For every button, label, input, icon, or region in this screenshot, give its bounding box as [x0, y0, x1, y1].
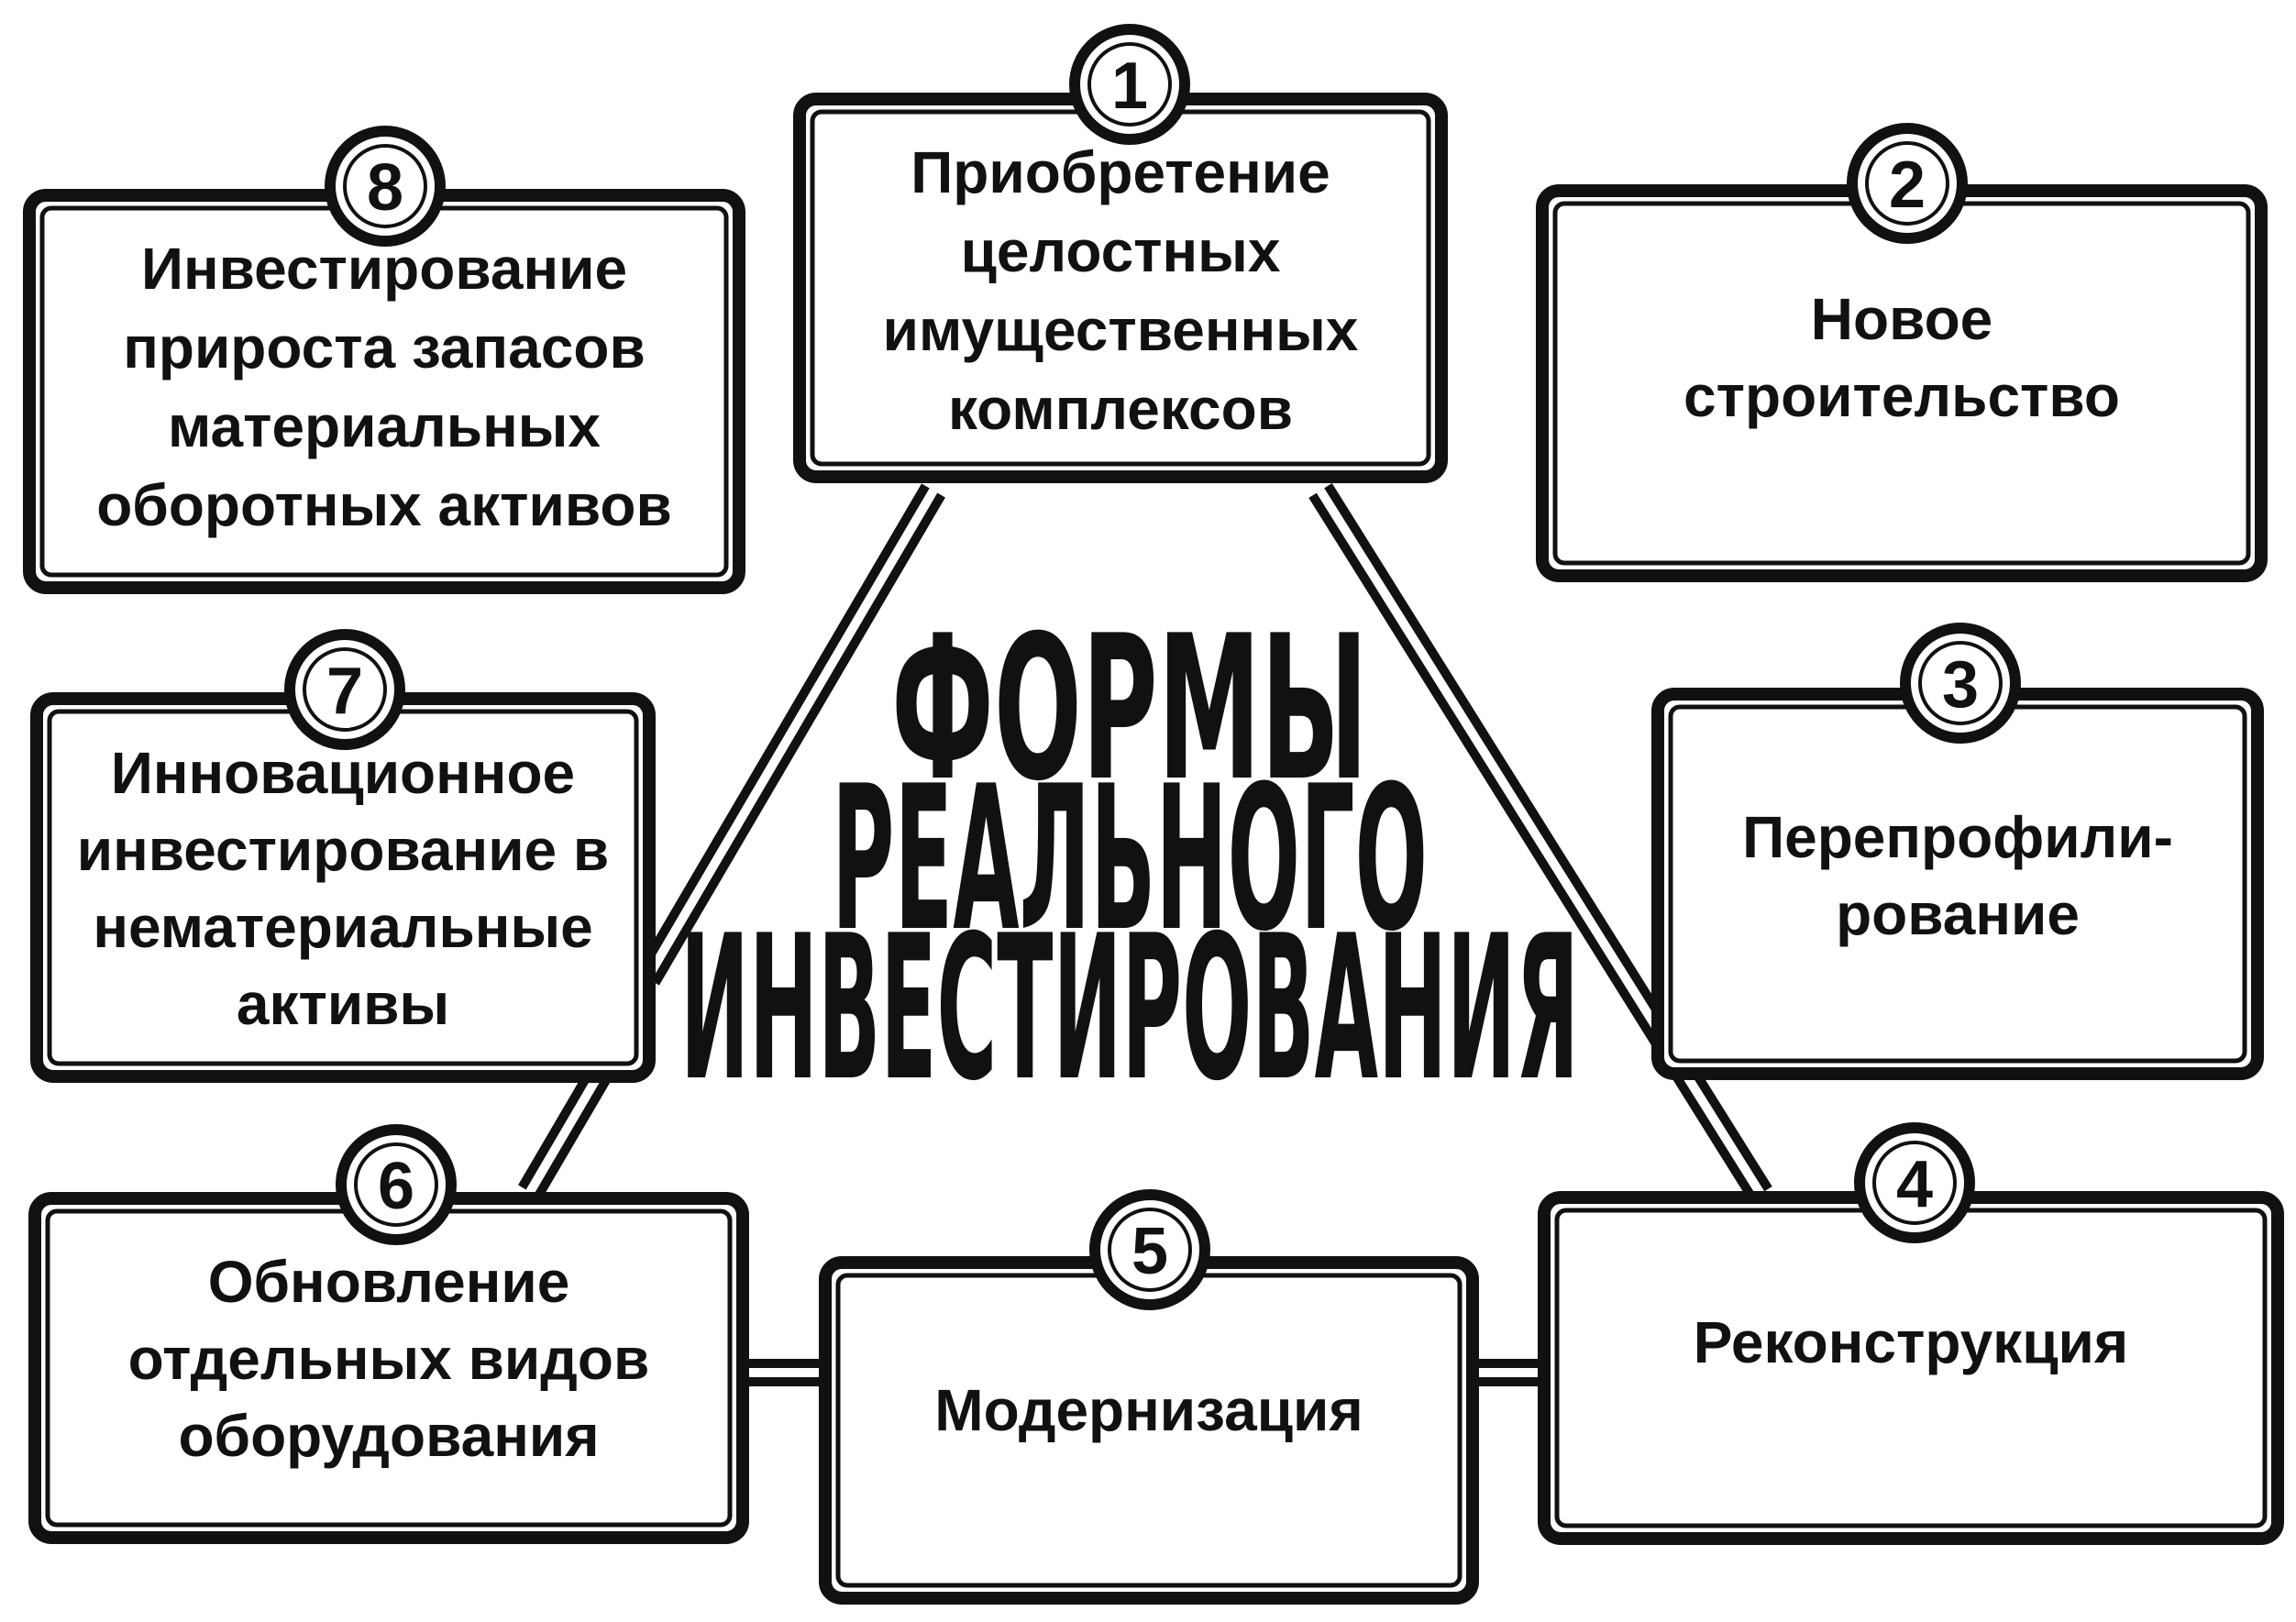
form-3-number: 3	[1942, 648, 1979, 722]
form-5-label-line-1: Модернизация	[934, 1377, 1363, 1443]
center-title-line-1: ФОРМЫ	[891, 594, 1368, 825]
form-7-label-line-3: нематериальные	[93, 894, 592, 960]
form-5-number-badge: 5	[1089, 1189, 1210, 1310]
form-4-number: 4	[1896, 1148, 1933, 1221]
form-3-number-badge: 3	[1900, 623, 2021, 744]
form-7-label-line-1: Инновационное	[111, 740, 575, 806]
form-1-label-line-1: Приобретение	[911, 139, 1330, 205]
form-8-label-line-2: прироста запасов	[123, 314, 646, 381]
form-2-label-line-1: Новое	[1811, 286, 1993, 352]
form-1-label-line-4: комплексов	[948, 376, 1293, 442]
form-7-number-badge: 7	[284, 629, 405, 750]
connector-1-to-7	[635, 483, 945, 986]
form-8-number-badge: 8	[325, 126, 446, 247]
form-6-label-line-1: Обновление	[208, 1249, 570, 1315]
form-1-number-badge: 1	[1069, 24, 1190, 145]
form-2-label-line-2: строительство	[1683, 363, 2120, 429]
center-title-line-3: ИНВЕСТИРОВАНИЯ	[680, 894, 1579, 1125]
form-7-label-line-4: активы	[237, 971, 449, 1037]
form-1-number: 1	[1111, 50, 1148, 123]
form-1-label-line-3: имущественных	[883, 297, 1359, 363]
center-title-line-2: РЕАЛЬНОГО	[832, 745, 1428, 976]
form-7-label-line-2: инвестирование в	[77, 817, 610, 883]
form-7-number: 7	[326, 655, 363, 728]
form-3-label-line-2: рование	[1836, 881, 2080, 947]
form-8-label-line-4: оборотных активов	[96, 472, 672, 538]
form-6-number: 6	[378, 1150, 414, 1223]
form-8-number: 8	[367, 151, 403, 225]
form-2-number-badge: 2	[1847, 123, 1968, 244]
connector-7-to-6	[518, 1056, 617, 1199]
form-1-label-line-2: целостных	[961, 218, 1281, 284]
form-6-label-line-3: оборудования	[178, 1403, 599, 1469]
form-8-label-line-1: Инвестирование	[141, 236, 627, 302]
form-6-label-line-2: отдельных видов	[128, 1326, 650, 1392]
form-5-number: 5	[1131, 1215, 1168, 1288]
form-8-label-line-3: материальных	[168, 393, 601, 459]
form-4-label-line-1: Реконструкция	[1694, 1309, 2128, 1375]
form-4-number-badge: 4	[1854, 1122, 1975, 1243]
form-6-number-badge: 6	[336, 1124, 457, 1245]
form-2-number: 2	[1889, 149, 1926, 222]
form-3-label-line-1: Перепрофили-	[1742, 804, 2173, 870]
